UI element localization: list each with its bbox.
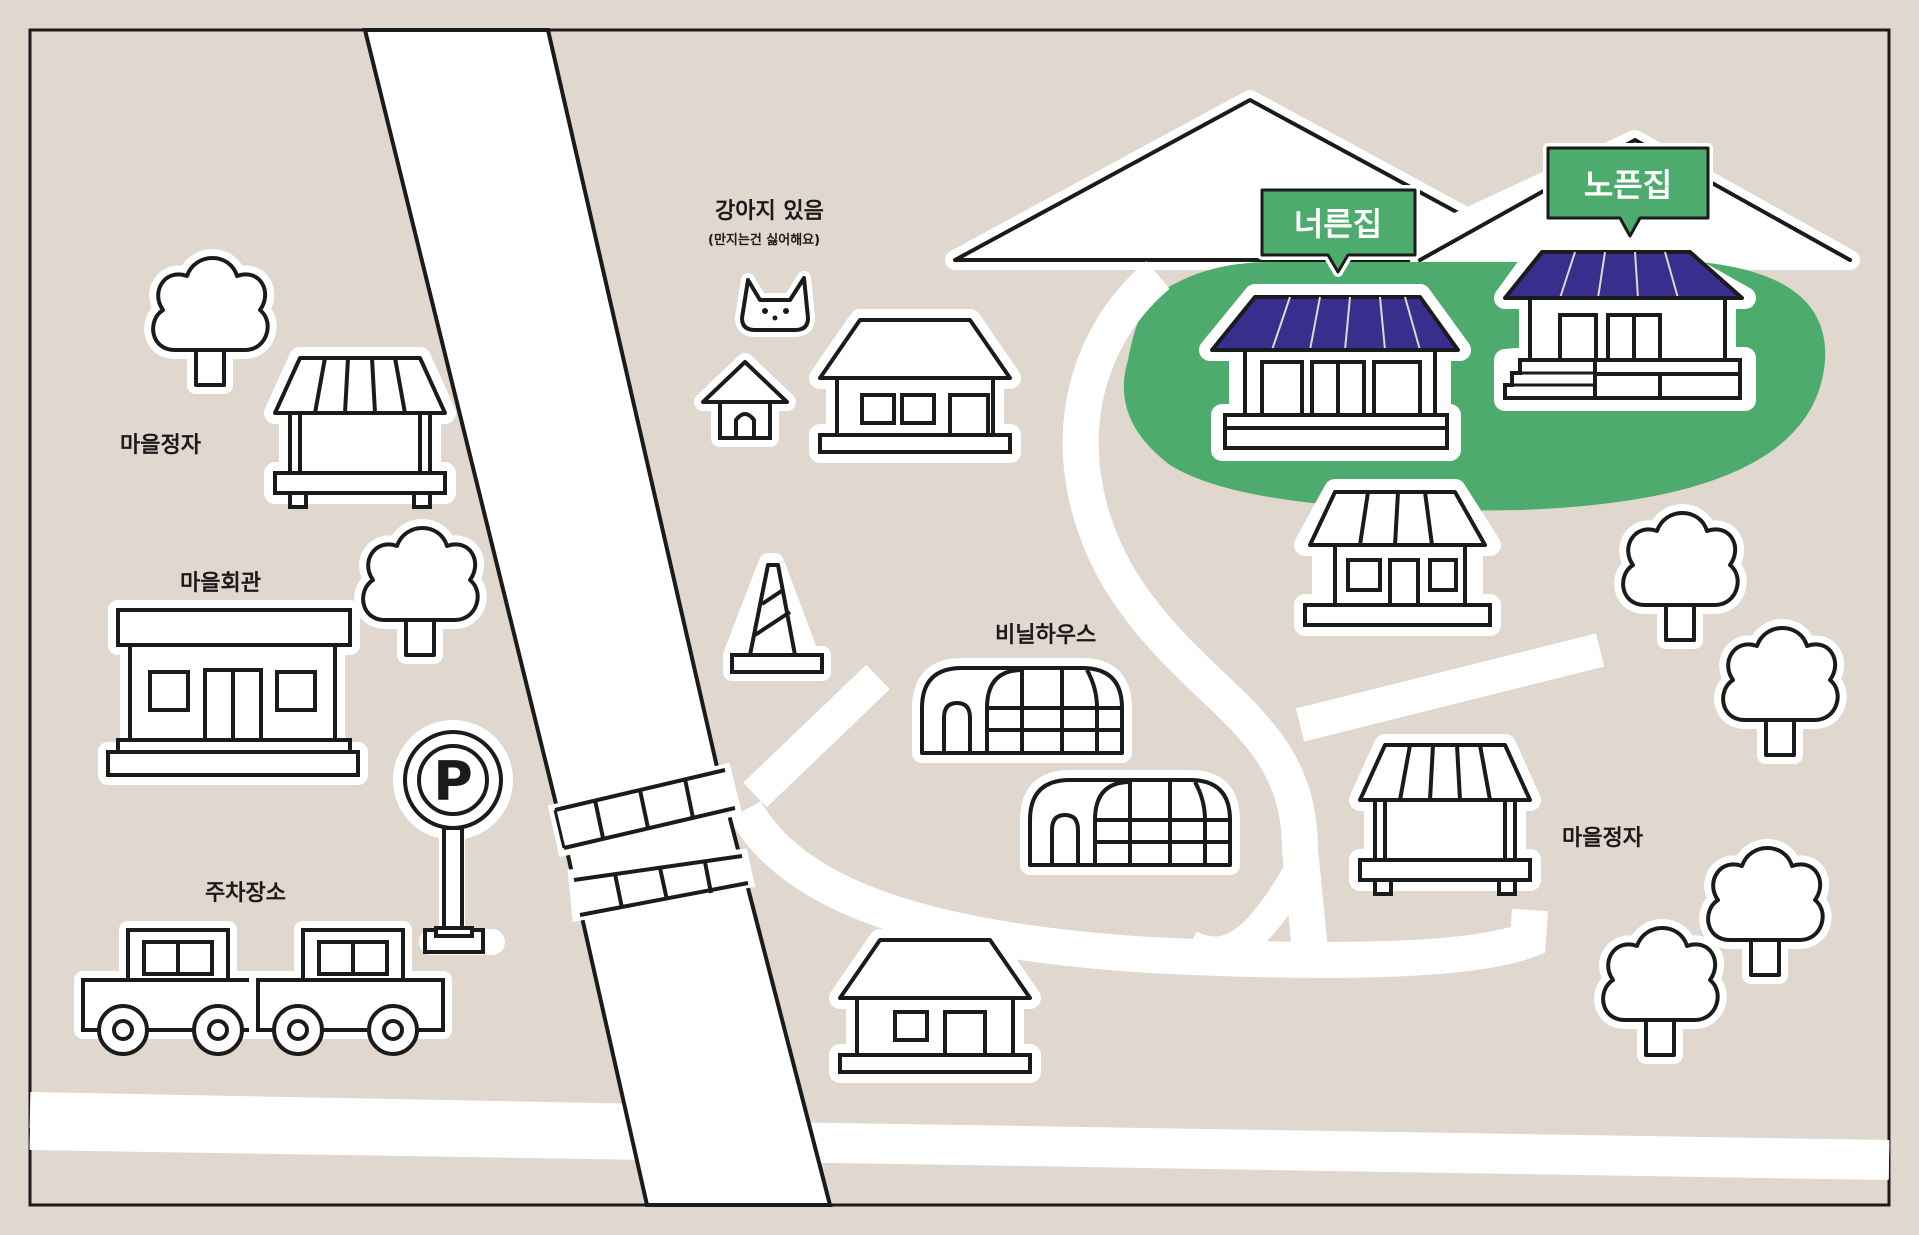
parking-sign-icon: P [393,720,513,955]
pavilion-left-label: 마을정자 [120,433,202,458]
pavilion-right-label: 마을정자 [1562,826,1644,851]
dog-title-label: 강아지 있음 [715,199,824,224]
greenhouse-label: 비닐하우스 [995,623,1096,648]
high-house-sign: 노픈집 [1543,143,1713,241]
house-icon [840,940,1030,1072]
village-hall-label: 마을회관 [180,571,261,596]
dog-face-icon [735,271,815,337]
road-network [29,261,1890,1180]
greenhouse-icon [1030,780,1230,865]
pavilion-right-icon [1360,745,1530,894]
house-icon [820,320,1010,452]
parking-symbol: P [433,750,473,813]
map-border [28,28,1891,1207]
pavilion-left-icon [275,358,445,507]
bridge-lower [567,848,756,923]
wide-house-sign-text: 너른집 [1294,205,1382,243]
bridge-upper [547,762,743,858]
house-icon [1294,479,1501,636]
wide-house-icon [1199,284,1471,461]
traffic-cone-icon [723,553,831,681]
high-house-sign-text: 노픈집 [1584,166,1672,204]
dog-house-icon [694,353,796,447]
parking-label: 주차장소 [205,881,286,906]
village-hall-icon [98,600,368,785]
wide-house-sign: 너른집 [1257,185,1420,277]
high-house-icon [1494,239,1756,411]
dog-note-label: (만지는건 싫어해요) [708,232,820,248]
greenhouse-icon [922,668,1122,753]
